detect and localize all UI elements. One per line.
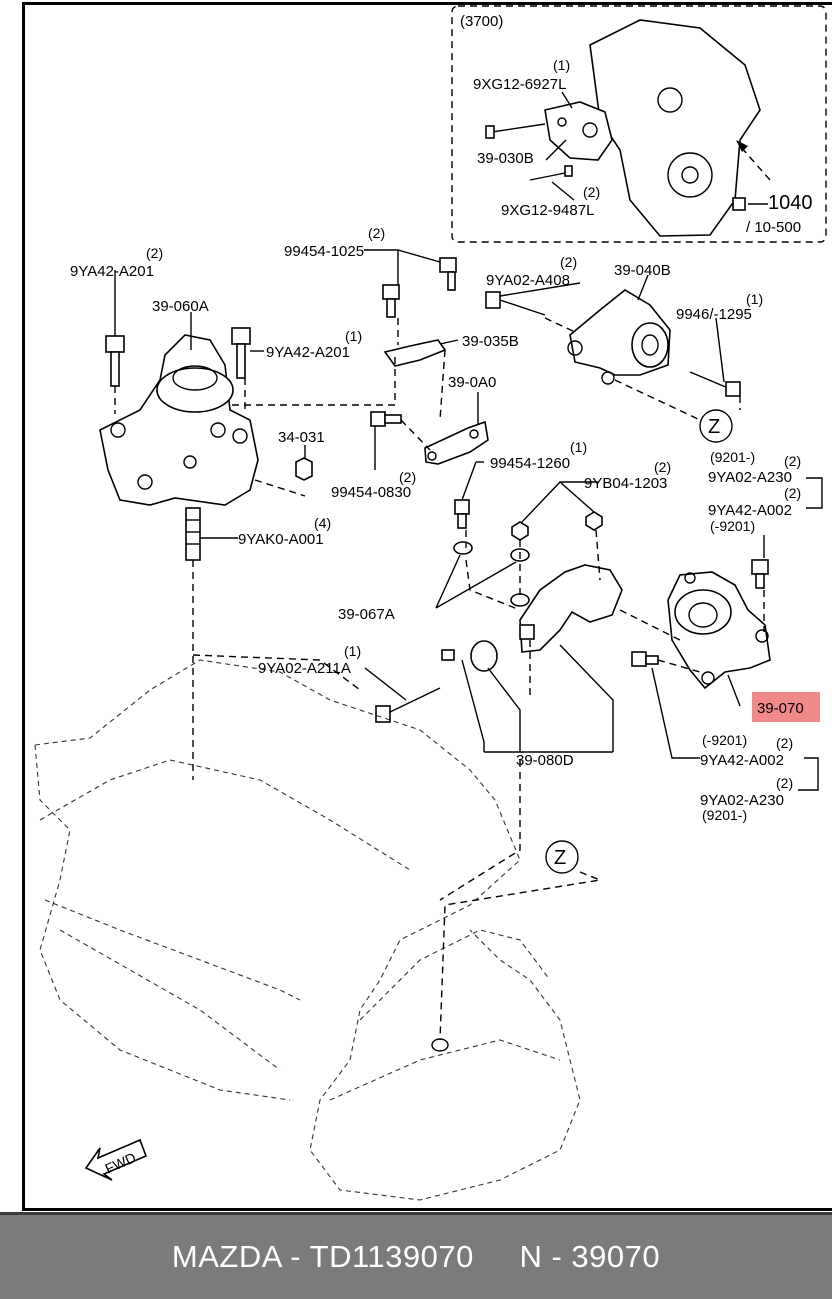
bolt-9ya42-a201-right [231, 327, 251, 379]
inset-label-39-030b: 39-030B [477, 150, 534, 167]
label-9ya42-a201-right: 9YA42-A201 [266, 344, 350, 361]
label-9ya42-a002-a: 9YA42-A002 [708, 502, 792, 519]
note-9201-to-b: (-9201) [710, 518, 755, 534]
qty-9ya42-a201-right: (1) [345, 328, 362, 344]
inset-qty-9xg12-6927: (1) [553, 57, 570, 73]
stud-9yak0-a001 [185, 507, 201, 561]
bolt-9ya42-a002-lower [631, 651, 659, 667]
label-9ya02-a211a: 9YA02-A211A [258, 660, 351, 677]
label-9ya42-a002-b: 9YA42-A002 [700, 752, 784, 769]
qty-9yak0-a001: (4) [314, 515, 331, 531]
label-9ya42-a201-left: 9YA42-A201 [70, 263, 154, 280]
inset-engine-front-cover [451, 5, 827, 243]
highlight-39-070 [752, 692, 820, 722]
engine-mount-39-060a [99, 334, 259, 506]
label-39-060a: 39-060A [152, 298, 209, 315]
qty-9ya42-a201-left: (2) [146, 245, 163, 261]
note-9201-from-d: (9201-) [702, 807, 747, 823]
bolt-9946-1295 [689, 371, 741, 397]
label-39-035b: 39-035B [462, 333, 519, 350]
washer-39-067a [453, 541, 530, 607]
inset-label-9xg12-9487: 9XG12-9487L [501, 202, 594, 219]
footer-part-number: MAZDA - TD1139070 N - 39070 [171, 1239, 661, 1274]
qty-99454-1025: (2) [368, 225, 385, 241]
bolt-9ya42-a002-upper [751, 559, 769, 589]
label-9ya02-a408: 9YA02-A408 [486, 272, 570, 289]
nut-34-031 [295, 457, 313, 481]
inset-label-1040: 1040 [768, 192, 813, 214]
label-9946-1295: 9946/-1295 [676, 306, 752, 323]
bolt-9ya42-a201-left [105, 335, 125, 387]
label-9ya02-a230-b: 9YA02-A230 [700, 792, 784, 809]
label-39-0a0: 39-0A0 [448, 374, 496, 391]
label-39-040b: 39-040B [614, 262, 671, 279]
label-39-080d: 39-080D [516, 752, 574, 769]
mount-39-040b [567, 289, 671, 385]
inset-group-label: (3700) [460, 13, 503, 30]
note-9201-to-c: (-9201) [702, 732, 747, 748]
qty-9ya42-a002-a: (2) [784, 485, 801, 501]
qty-9ya02-a230-b: (2) [776, 775, 793, 791]
footer-bar: MAZDA - TD1139070 N - 39070 [0, 1212, 832, 1299]
bracket-39-035b [383, 339, 447, 367]
part-1040-shape [732, 197, 746, 211]
z-marker-top [699, 409, 733, 443]
engine-transmission-outline [34, 659, 581, 1201]
bolt-99454-1260 [454, 499, 470, 529]
label-99454-0830: 99454-0830 [331, 484, 411, 501]
label-9yak0-a001: 9YAK0-A001 [238, 531, 324, 548]
label-99454-1025: 99454-1025 [284, 243, 364, 260]
bracket-39-0a0 [424, 420, 489, 465]
z-marker-bottom [545, 840, 579, 874]
label-99454-1260: 99454-1260 [490, 455, 570, 472]
qty-9ya02-a211a: (1) [344, 643, 361, 659]
label-39-067a: 39-067A [338, 606, 395, 623]
bolt-9ya02-a408 [485, 291, 546, 316]
leader-lines [114, 249, 823, 1041]
inset-label-10-500: / 10-500 [746, 219, 801, 236]
label-34-031: 34-031 [278, 429, 325, 446]
label-9yb04-1203: 9YB04-1203 [584, 475, 667, 492]
qty-9ya02-a408: (2) [560, 254, 577, 270]
mount-39-070 [667, 571, 771, 690]
note-9201-from-a: (9201-) [710, 449, 755, 465]
bolt-99454-1025 [382, 257, 457, 318]
bracket-39-080d [470, 564, 623, 672]
label-9ya02-a230-a: 9YA02-A230 [708, 469, 792, 486]
bolt-9ya02-a211a [375, 649, 455, 723]
bolt-99454-0830 [370, 411, 402, 427]
frame-left-border [22, 2, 25, 1210]
z-marker-bottom-label: Z [554, 847, 566, 869]
bolt-9xg12-6927-shape [491, 123, 546, 133]
qty-99454-1260: (1) [570, 439, 587, 455]
bolt-9xg12-9487-shape [529, 171, 571, 181]
label-39-070: 39-070 [757, 700, 804, 717]
fwd-arrow-icon: FWD [84, 1138, 148, 1181]
qty-9yb04-1203: (2) [654, 459, 671, 475]
qty-9ya02-a230-a: (2) [784, 453, 801, 469]
frame-bottom-border [22, 1208, 832, 1211]
nut-9yb04-1203 [511, 511, 603, 541]
z-marker-top-label: Z [708, 416, 720, 438]
qty-99454-0830: (2) [399, 469, 416, 485]
qty-9ya42-a002-b: (2) [776, 735, 793, 751]
qty-9946-1295: (1) [746, 291, 763, 307]
inset-label-9xg12-6927: 9XG12-6927L [473, 76, 566, 93]
bracket-39-030b-shape [544, 101, 613, 161]
inset-qty-9xg12-9487: (2) [583, 184, 600, 200]
frame-top-border [22, 2, 832, 5]
